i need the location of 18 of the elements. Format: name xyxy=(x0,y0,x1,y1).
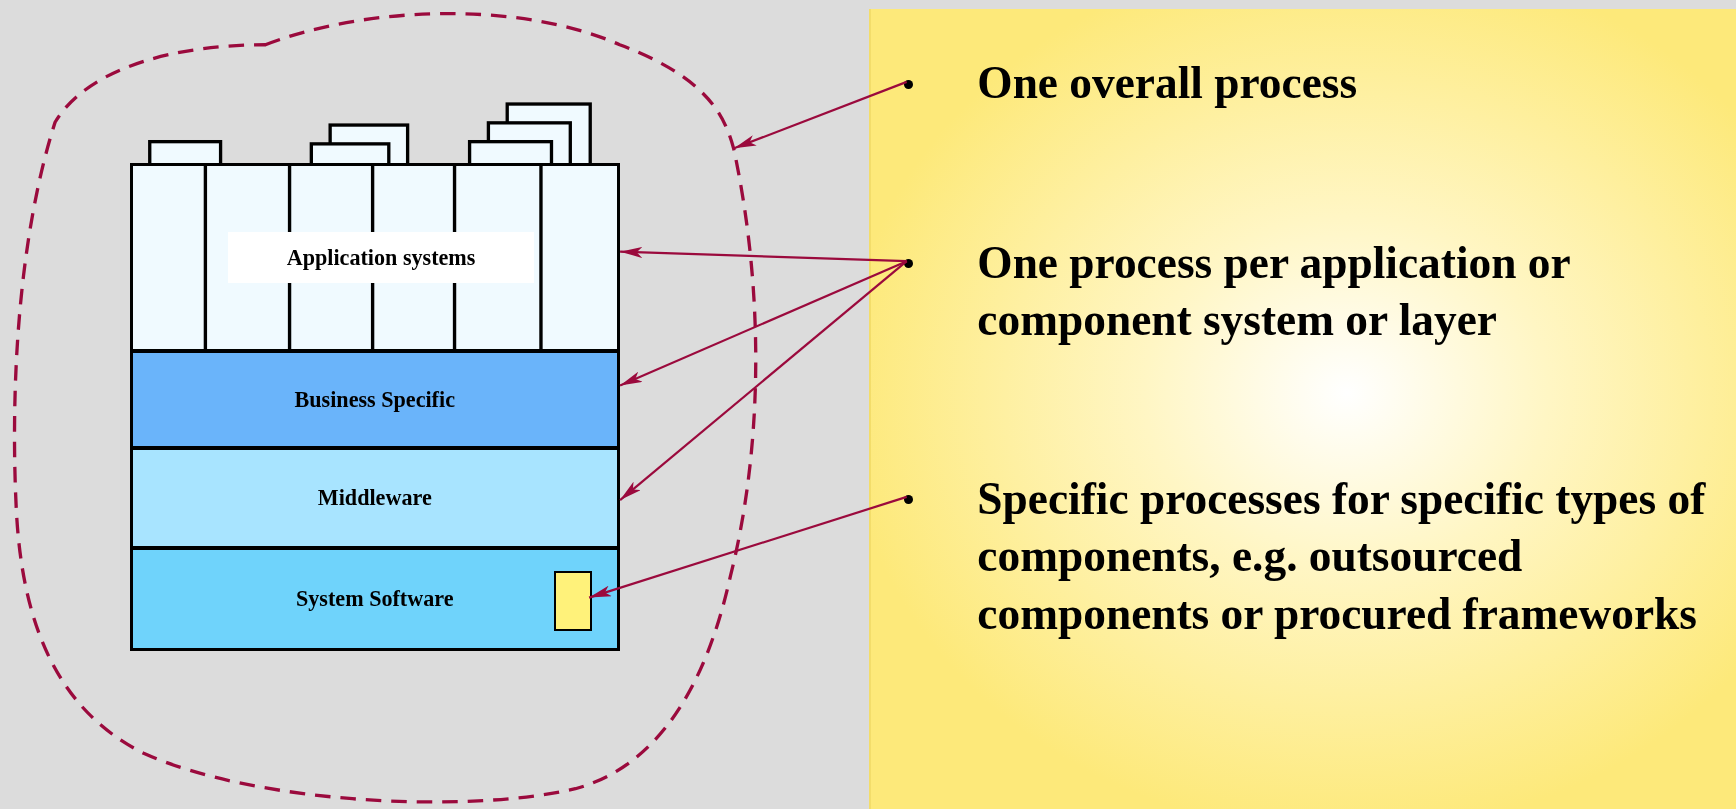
layer-label: Middleware xyxy=(317,485,432,512)
arrow xyxy=(619,260,908,387)
note-panel xyxy=(869,8,1736,809)
bullet-text: One process per application or component system or layer xyxy=(977,236,1571,348)
application-layer-box xyxy=(129,162,620,353)
arrow xyxy=(619,260,908,501)
arrow xyxy=(588,495,908,599)
layer-label: Business Specific xyxy=(294,386,455,413)
layer-box xyxy=(129,349,620,450)
layer-label: Application systems xyxy=(227,232,535,284)
bullet-text: One overall process xyxy=(977,57,1358,111)
arrow xyxy=(733,80,908,150)
layer-label: System Software xyxy=(296,585,454,612)
bullet-text: Specific processes for specific types of components, e.g. outsourced components or procured frameworks xyxy=(977,472,1707,641)
layer-box xyxy=(129,546,620,651)
arrow xyxy=(620,246,907,263)
layer-box xyxy=(129,447,620,550)
component-box xyxy=(554,570,592,631)
